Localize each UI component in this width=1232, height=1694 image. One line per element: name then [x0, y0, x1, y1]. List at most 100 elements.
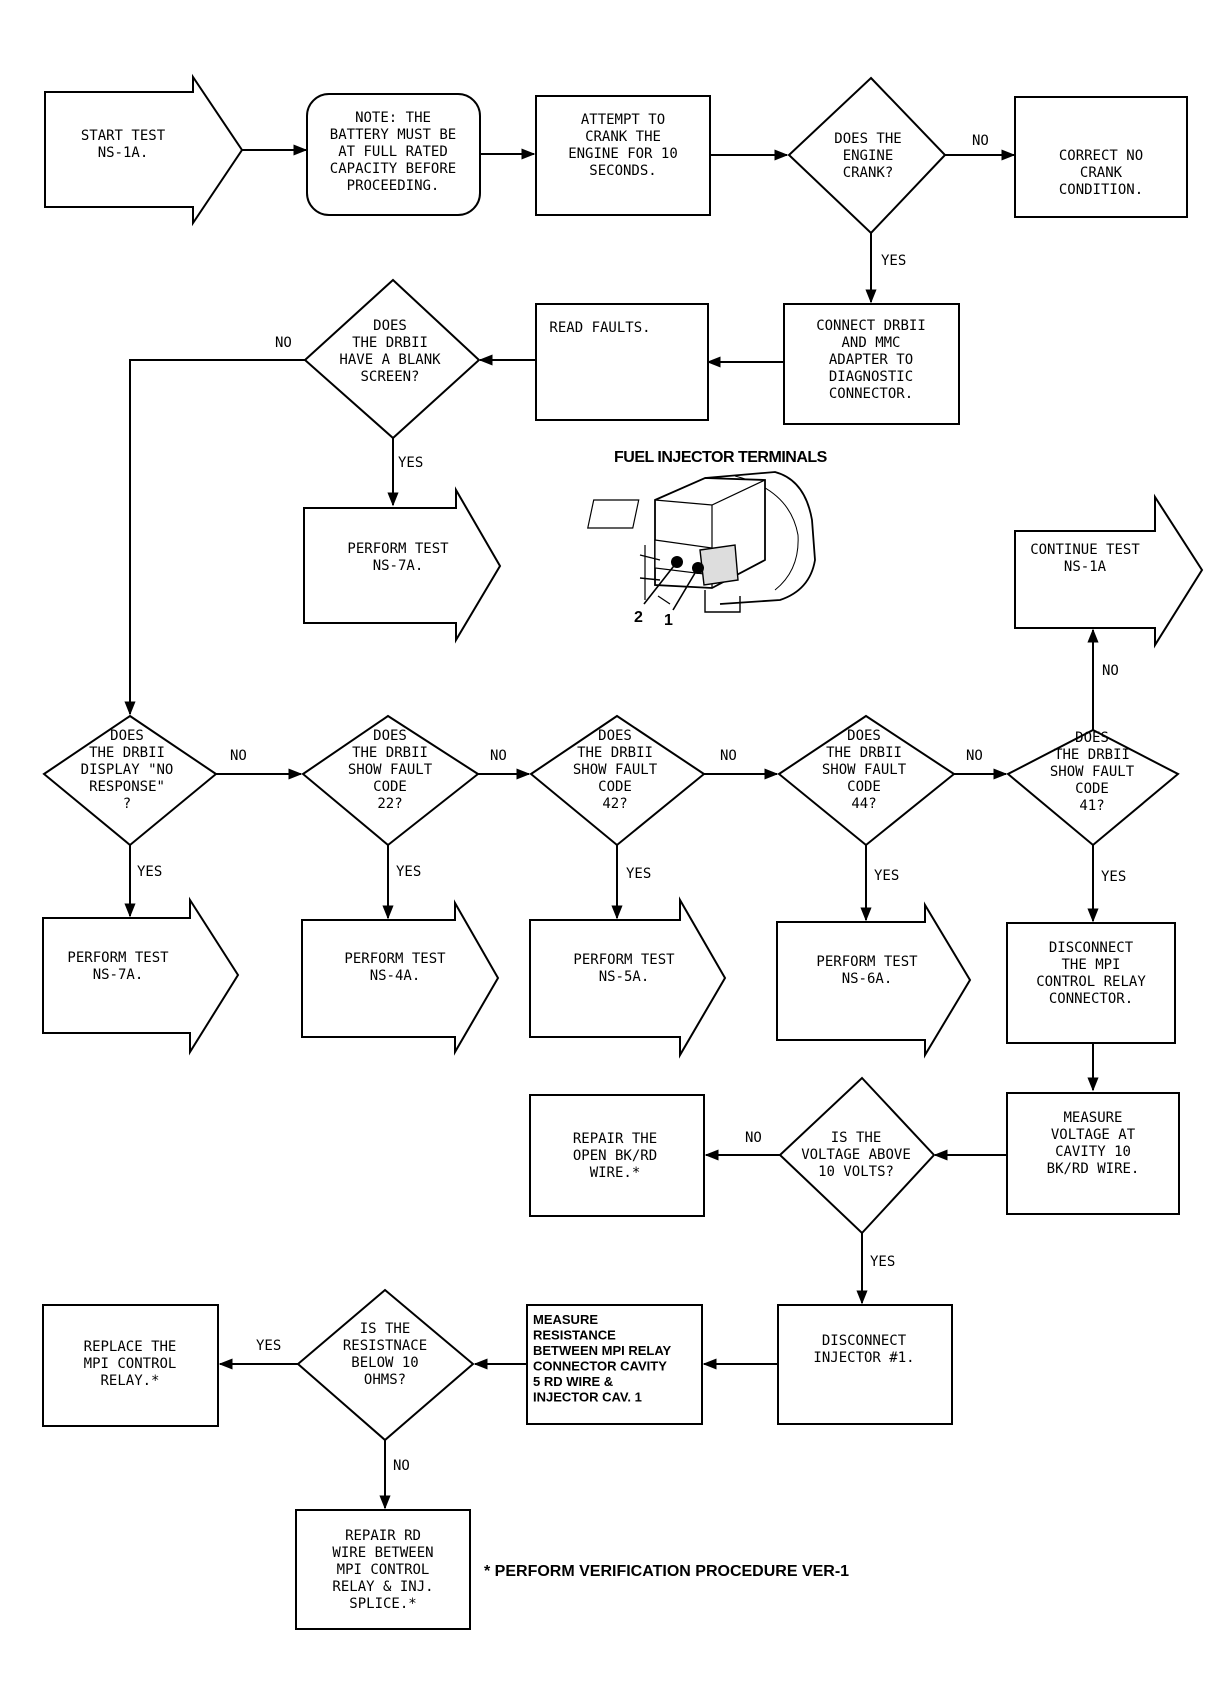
fuel-injector-connector-illustration: [587, 471, 816, 613]
disconnect-relay-line: CONTROL RELAY: [1036, 974, 1146, 990]
label-no-res: NO: [393, 1458, 410, 1474]
continue-test-line: NS-1A: [1064, 559, 1107, 575]
label-no-noresp: NO: [230, 748, 247, 764]
replace-relay-line: REPLACE THE: [84, 1339, 177, 1355]
blank-screen-q-line: HAVE A BLANK: [339, 352, 441, 368]
attempt-crank-line: ENGINE FOR 10: [568, 146, 678, 162]
fault44-q-line: DOES: [847, 728, 881, 744]
fault41-q-line: DOES: [1075, 730, 1109, 746]
measure-voltage-line: MEASURE: [1063, 1110, 1122, 1126]
fault41-q-line: 41?: [1079, 798, 1104, 814]
measure-resistance-line: INJECTOR CAV. 1: [533, 1390, 642, 1405]
connect-drbii-line: CONNECT DRBII: [816, 318, 926, 334]
label-yes-res: YES: [256, 1338, 281, 1354]
label-yes-22: YES: [396, 864, 421, 880]
measure-resistance-line: RESISTANCE: [533, 1328, 616, 1343]
label-no-22: NO: [490, 748, 507, 764]
connect-drbii-line: CONNECTOR.: [829, 386, 913, 402]
fault44-q-line: 44?: [851, 796, 876, 812]
blank-screen-q-line: THE DRBII: [352, 335, 428, 351]
label-yes-noresp: YES: [137, 864, 162, 880]
perform-7a-line: NS-7A.: [93, 967, 144, 983]
start-line: START TEST: [81, 128, 166, 144]
connect-drbii-line: AND MMC: [841, 335, 900, 351]
fault22-q-line: CODE: [373, 779, 407, 795]
resistance-q-line: RESISTNACE: [343, 1338, 427, 1354]
read-faults-text: READ FAULTS.: [549, 320, 650, 336]
attempt-crank-line: ATTEMPT TO: [581, 112, 665, 128]
no-response-q-line: DISPLAY "NO: [81, 762, 174, 778]
label-no-42: NO: [720, 748, 737, 764]
measure-resistance-line: CONNECTOR CAVITY: [533, 1359, 667, 1374]
resistance-q-line: BELOW 10: [351, 1355, 418, 1371]
replace-relay-line: MPI CONTROL: [84, 1356, 177, 1372]
correct-no-crank-line: CONDITION.: [1059, 182, 1143, 198]
continue-test-line: CONTINUE TEST: [1030, 542, 1140, 558]
fault42-q-line: DOES: [598, 728, 632, 744]
label-no-volt: NO: [745, 1130, 762, 1146]
repair-open-line: REPAIR THE: [573, 1131, 657, 1147]
blank-screen-q-line: DOES: [373, 318, 407, 334]
repair-rd-line: MPI CONTROL: [337, 1562, 430, 1578]
label-yes-blank: YES: [398, 455, 423, 471]
fault41-q-line: SHOW FAULT: [1050, 764, 1135, 780]
fault42-q-line: CODE: [598, 779, 632, 795]
no-response-q-line: ?: [123, 796, 131, 812]
disconnect-relay-line: CONNECTOR.: [1049, 991, 1133, 1007]
label-yes-44: YES: [874, 868, 899, 884]
measure-voltage-line: VOLTAGE AT: [1051, 1127, 1136, 1143]
battery-note-line: BATTERY MUST BE: [330, 127, 456, 143]
measure-voltage-line: CAVITY 10: [1055, 1144, 1131, 1160]
fuel-injector-title: FUEL INJECTOR TERMINALS: [614, 449, 828, 466]
perform-7a-top-line: PERFORM TEST: [347, 541, 449, 557]
label-yes-42: YES: [626, 866, 651, 882]
engine-crank-q-line: CRANK?: [843, 165, 894, 181]
label-yes-crank: YES: [881, 253, 906, 269]
disconnect-injector-line: DISCONNECT: [822, 1333, 907, 1349]
repair-rd-line: SPLICE.*: [349, 1596, 416, 1612]
resistance-q-line: OHMS?: [364, 1372, 406, 1388]
terminal-2-label: 2: [634, 609, 643, 626]
perform-5a-line: PERFORM TEST: [573, 952, 675, 968]
label-no-41: NO: [1102, 663, 1119, 679]
fault42-q-line: THE DRBII: [577, 745, 653, 761]
attempt-crank-line: CRANK THE: [585, 129, 661, 145]
no-response-q-line: DOES: [110, 728, 144, 744]
edge-blankq-no: [124, 359, 305, 716]
start-line: NS-1A.: [98, 145, 149, 161]
repair-rd-line: REPAIR RD: [345, 1528, 421, 1544]
